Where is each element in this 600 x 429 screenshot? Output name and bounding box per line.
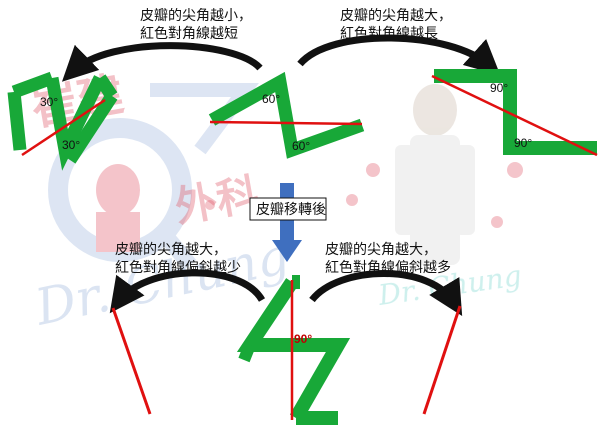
watermark-logo-ring — [48, 83, 259, 271]
transfer-arrow-head — [272, 240, 302, 262]
watermark-flower-icons — [205, 162, 523, 228]
angle-label-60-top: 60° — [262, 92, 280, 106]
flap-outline-after — [236, 278, 351, 422]
z-plasty-after-transfer: 90° — [236, 275, 351, 425]
caption-top-right-line1: 皮瓣的尖角越大， — [340, 8, 452, 24]
caption-top-left-line1: 皮瓣的尖角越小， — [140, 8, 252, 24]
caption-top-left: 皮瓣的尖角越小， 紅色對角線越短 — [140, 8, 252, 42]
angle-label-90-bottom: 90° — [514, 136, 532, 150]
center-box: 皮瓣移轉後 — [249, 197, 327, 221]
angle-label-60-bottom: 60° — [292, 139, 310, 153]
z-plasty-30-degree: 30° 30° — [7, 71, 118, 171]
arrow-top-right — [297, 34, 501, 76]
red-diagonal-90 — [431, 74, 598, 157]
flap-outline-60 — [208, 71, 365, 159]
center-box-frame — [249, 197, 327, 221]
red-diagonal-60 — [209, 120, 363, 126]
arrow-bottom-right — [309, 270, 463, 317]
red-line-bottom-left — [111, 307, 152, 415]
angle-label-30-top: 30° — [40, 95, 58, 109]
arrow-top-left — [61, 42, 263, 82]
watermark-doctor-figure-left — [96, 164, 140, 252]
red-diagonal-30 — [21, 98, 106, 157]
watermark — [48, 83, 523, 271]
caption-bottom-right-line2: 紅色對角線偏斜越多 — [325, 259, 451, 276]
red-line-bottom-right — [422, 305, 462, 415]
caption-bottom-left: 皮瓣的尖角越大， 紅色對角線偏斜越少 — [115, 242, 241, 276]
caption-bottom-right: 皮瓣的尖角越大， 紅色對角線偏斜越多 — [325, 242, 451, 276]
angle-label-after: 90° — [294, 332, 312, 346]
center-box-label: 皮瓣移轉後 — [256, 202, 326, 218]
caption-bottom-right-line1: 皮瓣的尖角越大， — [325, 242, 437, 258]
watermark-doctor-figure-right — [395, 84, 475, 265]
z-plasty-60-degree: 60° 60° — [208, 71, 365, 159]
caption-bottom-left-line1: 皮瓣的尖角越大， — [115, 242, 227, 258]
angle-label-90-top: 90° — [490, 81, 508, 95]
flap-outline-30 — [45, 75, 106, 171]
arrow-bottom-left — [109, 269, 266, 314]
caption-top-left-line2: 紅色對角線越短 — [140, 25, 238, 42]
angle-label-30-bottom: 30° — [62, 138, 80, 152]
z-plasty-90-degree: 90° 90° — [431, 69, 598, 157]
